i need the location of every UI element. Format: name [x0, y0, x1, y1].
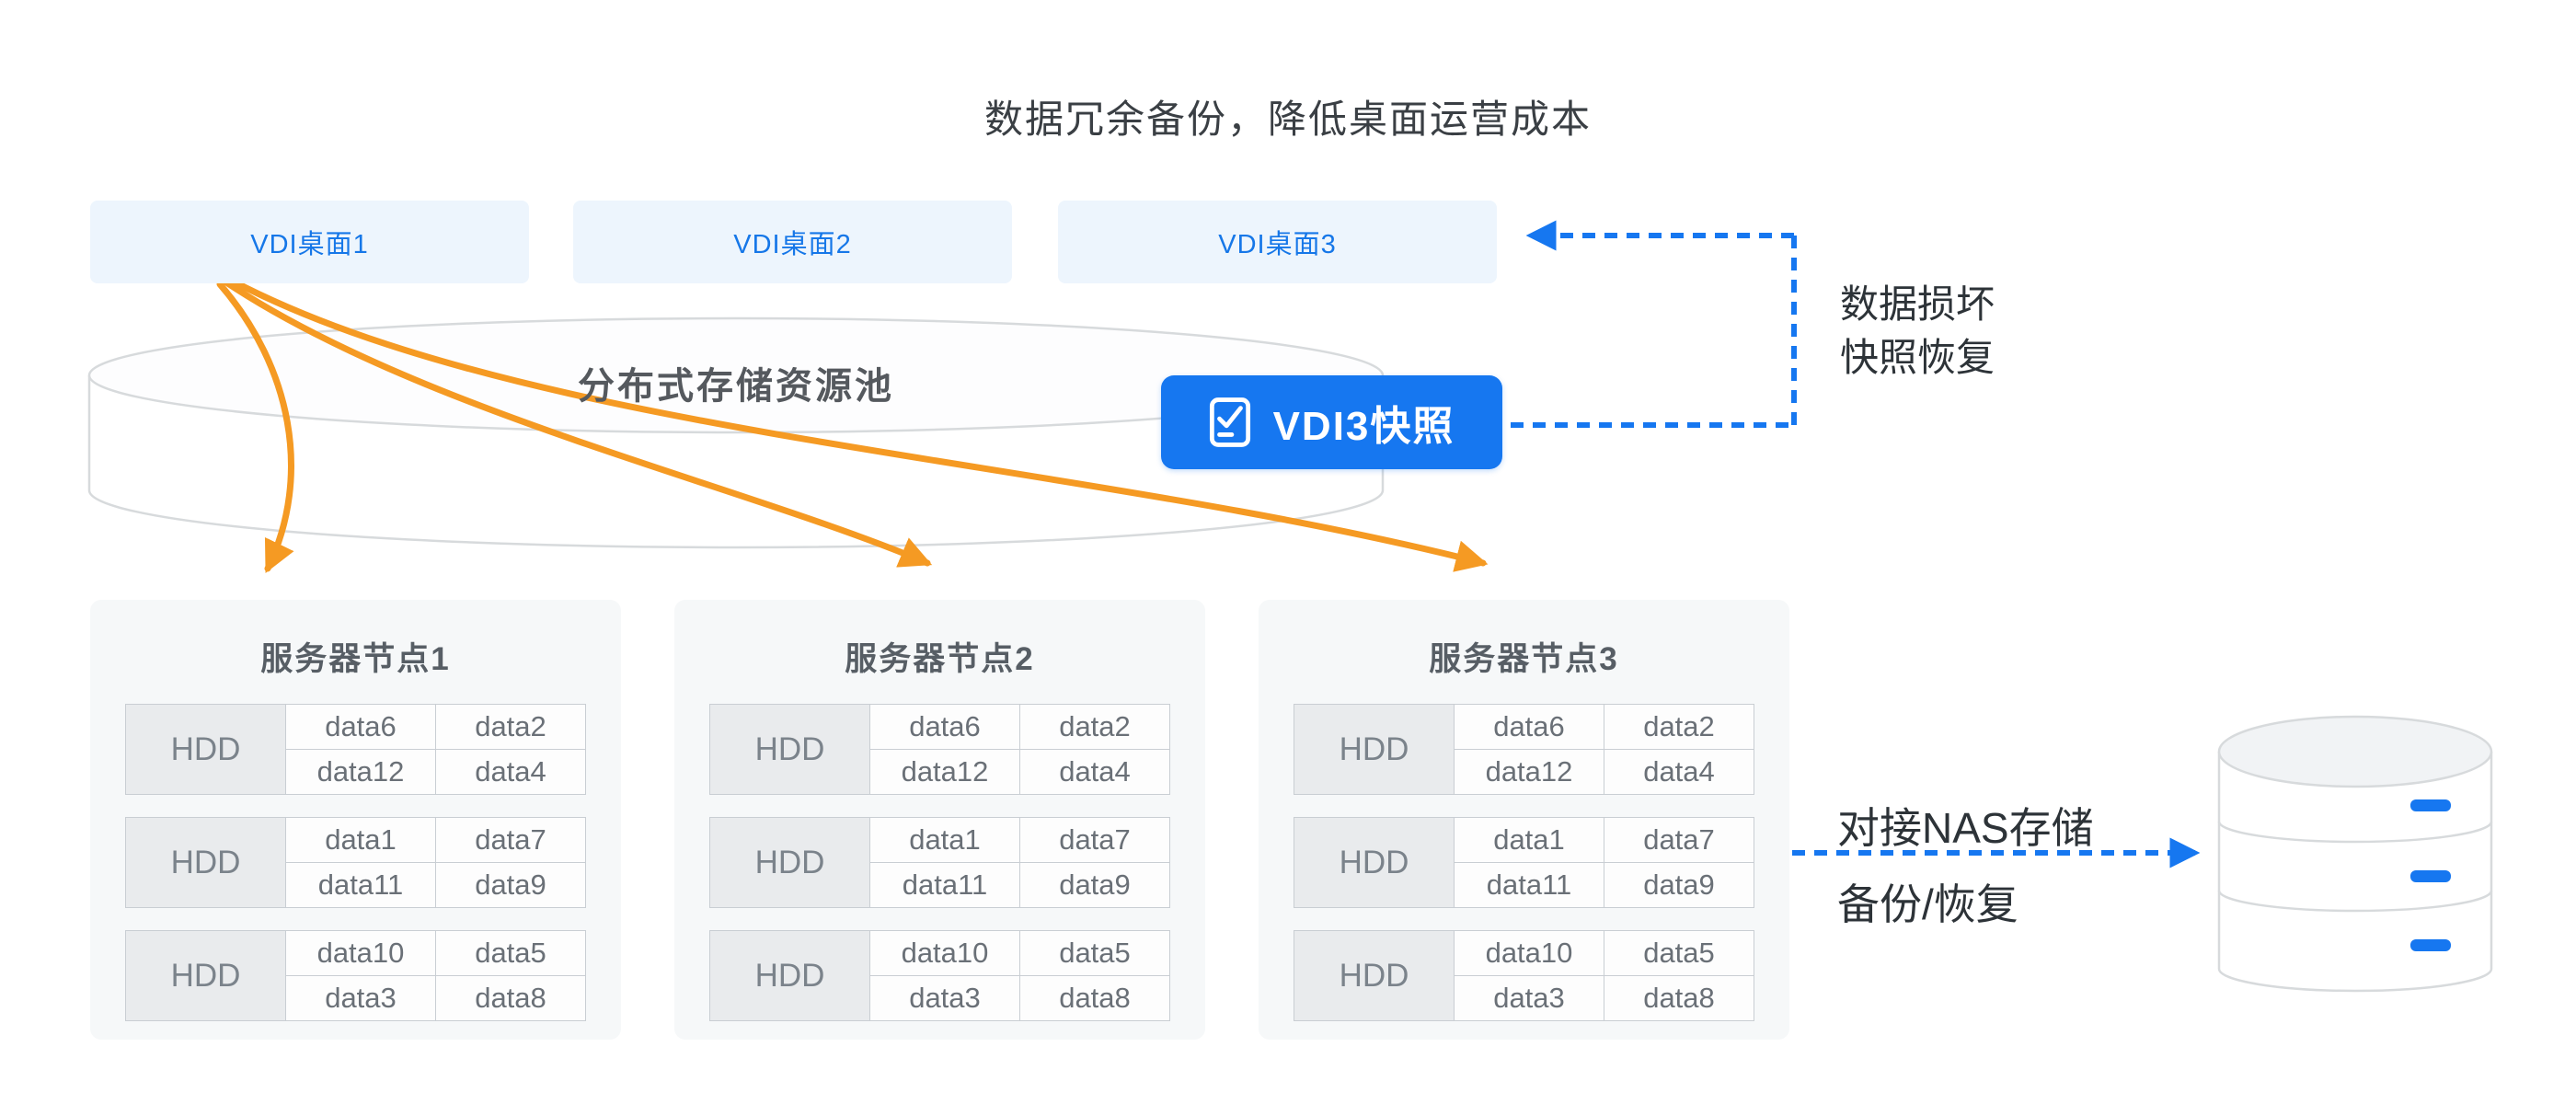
snapshot-dashed-connector: [1511, 220, 1797, 428]
data-chunk-cell: data9: [1020, 863, 1169, 907]
page-title: 数据冗余备份，降低桌面运营成本: [983, 98, 1592, 141]
data-chunk-cell: data7: [1020, 818, 1169, 862]
vdi-desktop-3: VDI桌面3: [1058, 201, 1497, 283]
data-chunk-cell: data5: [1604, 931, 1754, 975]
data-chunk-cell: data7: [1604, 818, 1754, 862]
data-chunk-cell: data9: [436, 863, 585, 907]
damage-note-line2: 快照恢复: [1840, 336, 1995, 379]
data-chunk-cell: data6: [870, 705, 1019, 749]
hdd-label: HDD: [710, 931, 869, 1020]
vdi-desktop-3-label: VDI桌面3: [1218, 230, 1337, 259]
data-chunk-cell: data12: [286, 750, 435, 794]
vdi-desktop-2: VDI桌面2: [573, 201, 1012, 283]
arrow-to-node1: [216, 281, 294, 574]
data-chunk-cell: data10: [870, 931, 1019, 975]
data-chunk-cell: data11: [870, 863, 1019, 907]
data-chunk-cell: data4: [1020, 750, 1169, 794]
data-chunk-cell: data12: [1455, 750, 1604, 794]
checklist-icon: [1209, 397, 1250, 447]
nas-note-line2: 备份/恢复: [1837, 880, 2018, 928]
data-chunk-cell: data10: [286, 931, 435, 975]
hdd-label: HDD: [1294, 705, 1454, 794]
vdi3-snapshot-button: VDI3快照: [1161, 375, 1502, 469]
data-chunk-cell: data4: [1604, 750, 1754, 794]
vdi-desktop-2-label: VDI桌面2: [733, 230, 852, 259]
hdd-label: HDD: [126, 705, 285, 794]
data-chunk-cell: data6: [1455, 705, 1604, 749]
data-chunk-cell: data3: [286, 976, 435, 1020]
server-node-3-title: 服务器节点3: [1429, 641, 1619, 677]
data-chunk-cell: data11: [1455, 863, 1604, 907]
arrow-to-node3: [228, 277, 1489, 572]
data-chunk-cell: data2: [1604, 705, 1754, 749]
hdd-label: HDD: [126, 818, 285, 907]
data-chunk-cell: data1: [870, 818, 1019, 862]
hdd-label: HDD: [710, 705, 869, 794]
data-chunk-cell: data5: [1020, 931, 1169, 975]
damage-restore-note: 数据损坏 快照恢复: [1840, 278, 1995, 385]
data-chunk-cell: data1: [1455, 818, 1604, 862]
replication-arrows: [216, 277, 1489, 574]
data-chunk-cell: data2: [1020, 705, 1169, 749]
vdi-desktop-1-label: VDI桌面1: [250, 230, 369, 259]
hdd-label: HDD: [710, 818, 869, 907]
snapshot-button-label: VDI3快照: [1272, 404, 1455, 449]
data-chunk-cell: data3: [1455, 976, 1604, 1020]
nas-segment-indicator: [2410, 870, 2451, 882]
hdd-label: HDD: [126, 931, 285, 1020]
storage-pool-cylinder: [87, 316, 1385, 549]
data-chunk-cell: data7: [436, 818, 585, 862]
nas-database-icon: [2217, 715, 2493, 993]
data-chunk-cell: data4: [436, 750, 585, 794]
data-chunk-cell: data2: [436, 705, 585, 749]
nas-segment-indicator: [2410, 939, 2451, 951]
server-node-1-title: 服务器节点1: [260, 641, 451, 677]
vdi-desktop-1: VDI桌面1: [90, 201, 529, 283]
data-chunk-cell: data8: [1604, 976, 1754, 1020]
nas-segment-indicator: [2410, 799, 2451, 811]
data-chunk-cell: data11: [286, 863, 435, 907]
data-chunk-cell: data8: [436, 976, 585, 1020]
data-chunk-cell: data1: [286, 818, 435, 862]
hdd-label: HDD: [1294, 931, 1454, 1020]
data-chunk-cell: data10: [1455, 931, 1604, 975]
storage-pool-label: 分布式存储资源池: [578, 366, 894, 407]
nas-note-line1: 对接NAS存储: [1837, 804, 2094, 852]
data-chunk-cell: data5: [436, 931, 585, 975]
data-chunk-cell: data8: [1020, 976, 1169, 1020]
arrow-to-node2: [223, 279, 933, 568]
hdd-label: HDD: [1294, 818, 1454, 907]
data-chunk-cell: data6: [286, 705, 435, 749]
data-chunk-cell: data3: [870, 976, 1019, 1020]
server-node-2-title: 服务器节点2: [845, 641, 1035, 677]
data-chunk-cell: data12: [870, 750, 1019, 794]
damage-note-line1: 数据损坏: [1840, 282, 1995, 326]
data-chunk-cell: data9: [1604, 863, 1754, 907]
